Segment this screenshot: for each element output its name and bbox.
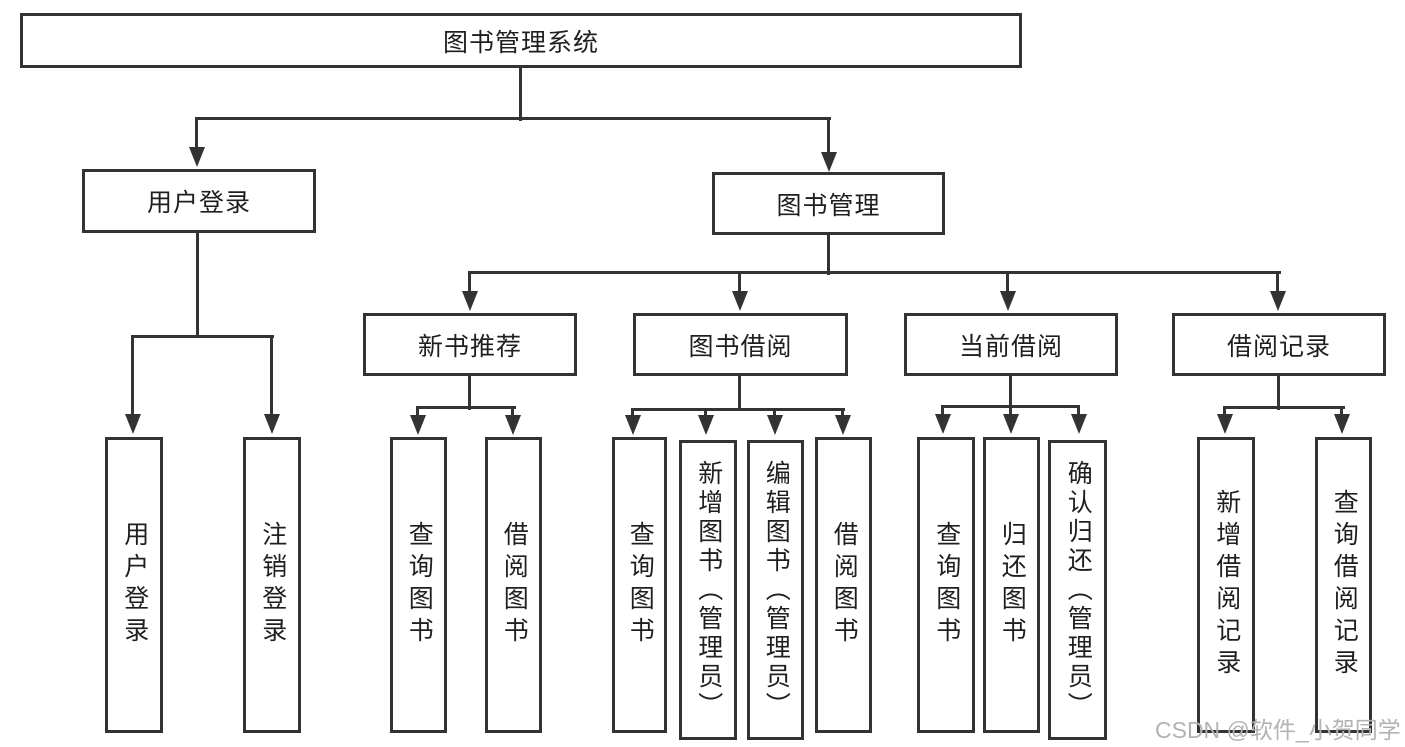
node-box-cb-query: 查询图书 bbox=[917, 437, 975, 733]
connector-mgmt-shaft-4 bbox=[1276, 273, 1279, 295]
connector-bb-stub bbox=[738, 376, 741, 411]
connector-cb-shaft-3 bbox=[1077, 407, 1080, 418]
node-box-current-borrow: 当前借阅 bbox=[904, 313, 1118, 376]
node-box-new-book-rec: 新书推荐 bbox=[363, 313, 577, 376]
node-box-book-borrow: 图书借阅 bbox=[633, 313, 848, 376]
node-box-bb-query: 查询图书 bbox=[612, 437, 667, 733]
node-box-bb-add: 新增图书（管理员） bbox=[679, 440, 737, 740]
node-label-user-login: 用户登录 bbox=[120, 521, 149, 649]
node-box-borrow-records: 借阅记录 bbox=[1172, 313, 1386, 376]
node-label-current-borrow: 当前借阅 bbox=[958, 332, 1063, 361]
connector-root-shaft-right bbox=[827, 119, 830, 154]
arrow-down bbox=[410, 415, 426, 435]
connector-nbr-shaft-1 bbox=[416, 408, 419, 420]
connector-mgmt-stub bbox=[827, 235, 830, 275]
node-label-bb-query: 查询图书 bbox=[626, 521, 655, 649]
connector-login-shaft-right bbox=[270, 336, 273, 418]
node-box-book-mgmt: 图书管理 bbox=[712, 172, 945, 235]
connector-cb-hline bbox=[941, 405, 1080, 408]
connector-br-hline bbox=[1223, 406, 1345, 409]
node-label-cb-confirm: 确认归还（管理员） bbox=[1064, 459, 1093, 721]
connector-root-stub bbox=[519, 68, 522, 121]
arrow-down bbox=[1217, 414, 1233, 434]
node-label-nbr-borrow: 借阅图书 bbox=[500, 521, 529, 649]
arrow-down bbox=[125, 414, 141, 434]
arrow-down bbox=[1071, 414, 1087, 434]
node-box-br-add: 新增借阅记录 bbox=[1197, 437, 1255, 733]
node-box-user-login-branch: 用户登录 bbox=[82, 169, 316, 233]
arrow-down bbox=[264, 414, 280, 434]
connector-mgmt-shaft-2 bbox=[738, 273, 741, 295]
node-box-root: 图书管理系统 bbox=[20, 13, 1022, 68]
arrow-down bbox=[1003, 414, 1019, 434]
arrow-down bbox=[1270, 291, 1286, 311]
connector-nbr-shaft-2 bbox=[511, 408, 514, 420]
connector-mgmt-shaft-3 bbox=[1006, 273, 1009, 295]
node-label-bb-add: 新增图书（管理员） bbox=[694, 459, 723, 721]
connector-br-shaft-2 bbox=[1340, 408, 1343, 418]
node-label-cb-query: 查询图书 bbox=[932, 521, 961, 649]
node-label-borrow-records: 借阅记录 bbox=[1226, 332, 1331, 361]
arrow-down bbox=[935, 414, 951, 434]
node-box-bb-edit: 编辑图书（管理员） bbox=[747, 440, 804, 740]
node-label-br-query: 查询借阅记录 bbox=[1330, 489, 1359, 681]
arrow-down bbox=[698, 415, 714, 435]
node-label-logout: 注销登录 bbox=[258, 521, 287, 649]
arrow-down bbox=[1334, 414, 1350, 434]
connector-cb-stub bbox=[1009, 376, 1012, 409]
connector-br-shaft-1 bbox=[1223, 408, 1226, 418]
connector-cb-shaft-1 bbox=[941, 407, 944, 418]
node-box-cb-return: 归还图书 bbox=[983, 437, 1040, 733]
connector-login-hline bbox=[131, 335, 274, 338]
node-label-root: 图书管理系统 bbox=[442, 28, 599, 57]
arrow-down bbox=[625, 415, 641, 435]
connector-nbr-hline bbox=[416, 406, 516, 409]
arrow-down bbox=[505, 415, 521, 435]
connector-bb-hline bbox=[631, 408, 845, 411]
connector-login-shaft-left bbox=[131, 336, 134, 418]
node-box-br-query: 查询借阅记录 bbox=[1315, 437, 1372, 733]
node-box-bb-borrow: 借阅图书 bbox=[815, 437, 872, 733]
connector-root-shaft-left bbox=[195, 119, 198, 151]
arrow-down bbox=[732, 291, 748, 311]
arrow-down bbox=[189, 147, 205, 167]
node-label-nbr-query: 查询图书 bbox=[405, 521, 434, 649]
arrow-down bbox=[821, 152, 837, 172]
arrow-down bbox=[835, 415, 851, 435]
arrow-down bbox=[462, 291, 478, 311]
connector-nbr-stub bbox=[468, 376, 471, 410]
node-label-cb-return: 归还图书 bbox=[998, 521, 1027, 649]
node-label-new-book-rec: 新书推荐 bbox=[417, 332, 522, 361]
node-box-user-login: 用户登录 bbox=[105, 437, 163, 733]
node-label-bb-edit: 编辑图书（管理员） bbox=[762, 459, 791, 721]
connector-login-stub bbox=[196, 233, 199, 338]
node-label-user-login-branch: 用户登录 bbox=[146, 189, 251, 217]
connector-mgmt-hline bbox=[468, 271, 1281, 274]
node-label-bb-borrow: 借阅图书 bbox=[830, 521, 859, 649]
node-box-nbr-borrow: 借阅图书 bbox=[485, 437, 542, 733]
node-label-book-borrow: 图书借阅 bbox=[688, 332, 793, 361]
watermark-text: CSDN @软件_小贺同学 bbox=[1155, 717, 1401, 743]
connector-cb-shaft-2 bbox=[1009, 407, 1012, 418]
node-box-nbr-query: 查询图书 bbox=[390, 437, 447, 733]
connector-root-hline bbox=[195, 117, 831, 120]
arrow-down bbox=[767, 415, 783, 435]
node-box-logout: 注销登录 bbox=[243, 437, 301, 733]
arrow-down bbox=[1000, 291, 1016, 311]
node-box-cb-confirm: 确认归还（管理员） bbox=[1048, 440, 1107, 740]
node-label-br-add: 新增借阅记录 bbox=[1212, 489, 1241, 681]
connector-br-stub bbox=[1277, 376, 1280, 410]
node-label-book-mgmt: 图书管理 bbox=[776, 191, 881, 220]
connector-mgmt-shaft-1 bbox=[468, 273, 471, 295]
